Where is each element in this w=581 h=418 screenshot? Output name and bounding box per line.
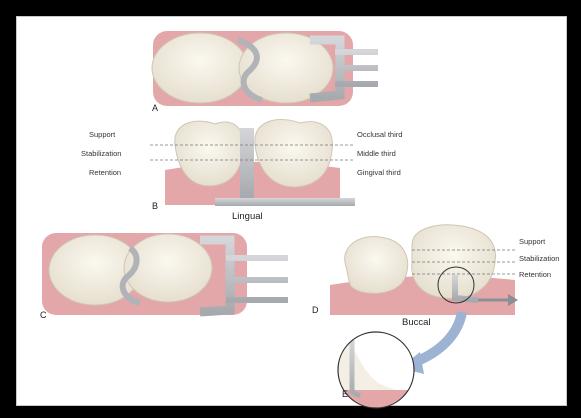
panel-label-c: C	[40, 311, 47, 320]
label-gingival-third: Gingival third	[357, 169, 401, 177]
label-stabilization: Stabilization	[81, 150, 121, 158]
label-occlusal-third: Occlusal third	[357, 131, 402, 139]
panel-label-a: A	[152, 104, 158, 113]
label-middle-third: Middle third	[357, 150, 396, 158]
minor-connector	[240, 128, 254, 198]
panel-label-e: E	[342, 390, 348, 399]
panel-e-drawing	[330, 330, 425, 415]
tooth-crown	[152, 33, 248, 103]
panel-label-d: D	[312, 306, 319, 315]
major-connector	[215, 198, 355, 206]
label-support-d: Support	[519, 238, 545, 246]
panel-a-drawing	[152, 31, 378, 106]
label-support: Support	[89, 131, 115, 139]
panel-label-b: B	[152, 202, 158, 211]
label-retention: Retention	[89, 169, 121, 177]
tooth-crown	[345, 237, 408, 294]
panel-c-drawing	[42, 233, 288, 315]
label-retention-d: Retention	[519, 271, 551, 279]
panel-d-drawing	[330, 225, 518, 315]
panel-b-drawing	[150, 120, 355, 206]
caption-lingual: Lingual	[232, 212, 263, 222]
label-stabilization-d: Stabilization	[519, 255, 559, 263]
caption-buccal: Buccal	[402, 318, 431, 328]
